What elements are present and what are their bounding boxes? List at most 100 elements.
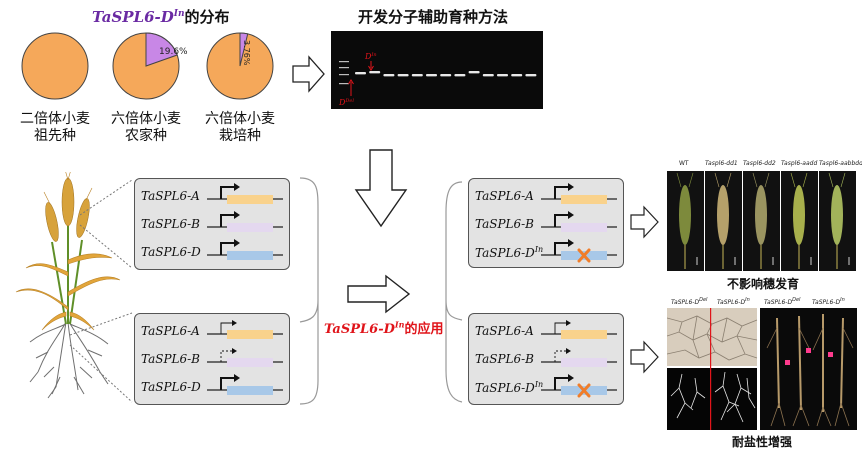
arrow-to-salt-panel — [630, 340, 659, 374]
right-bracket — [445, 181, 463, 403]
salt-genotype-label: TaSPL6-DIn — [812, 297, 845, 306]
pie-label-landrace-line1: 六倍体小麦 — [111, 111, 181, 127]
salt-photo-panel — [667, 308, 857, 430]
salt-genotype-label: TaSPL6-DDel — [671, 297, 708, 306]
dist-gene-name: TaSPL6-DIn — [92, 8, 185, 26]
pie-label-cultivar: 六倍体小麦 栽培种 — [195, 111, 285, 145]
pie-label-cultivar-line2: 栽培种 — [219, 128, 261, 144]
arrow-to-spike-panel — [630, 205, 659, 239]
marker-title: 开发分子辅助育种方法 — [358, 8, 509, 26]
pie-label-landrace: 六倍体小麦 农家种 — [101, 111, 191, 145]
wheat-spikes — [45, 177, 90, 242]
gene-structure — [541, 348, 617, 367]
pie-cultivar-percent: 3.76% — [242, 40, 251, 66]
salt-plant-photo — [760, 308, 857, 430]
spike-photo — [705, 171, 742, 271]
spike-photo-panel — [667, 171, 856, 271]
gene-structure — [207, 211, 283, 232]
gene-structure — [207, 183, 283, 204]
gene-box-left-top: TaSPL6-A TaSPL6-B TaSPL6-D — [134, 178, 290, 270]
gel-bands — [355, 71, 537, 77]
arrow-down — [354, 149, 408, 228]
distribution-title: TaSPL6-DIn的分布 — [92, 6, 230, 27]
root-scan-photo — [667, 368, 757, 430]
gene-name: TaSPL6-DIn — [475, 245, 544, 260]
spike-caption: 不影响穗发育 — [727, 277, 800, 291]
pie-label-diploid: 二倍体小麦 祖先种 — [10, 111, 100, 145]
gel-band — [369, 71, 381, 74]
gene-structure — [541, 211, 617, 232]
gel-band — [497, 74, 508, 77]
gel-band — [383, 74, 395, 77]
pie-diploid-circle — [21, 32, 89, 100]
gene-name: TaSPL6-B — [141, 217, 200, 231]
spike-genotype-label: Taspl6-aabbdd — [819, 160, 862, 167]
gel-band — [411, 74, 423, 77]
gel-band — [426, 74, 437, 77]
gene-name: TaSPL6-D — [141, 380, 201, 394]
gene-name: TaSPL6-D — [141, 245, 201, 259]
gene-structure — [207, 374, 283, 395]
pie-landrace-percent: 19.6% — [159, 47, 188, 57]
gene-name: TaSPL6-A — [475, 324, 534, 338]
gene-name: TaSPL6-B — [141, 352, 200, 366]
salt-genotype-label: TaSPL6-DDel — [764, 297, 801, 306]
spike-photo — [743, 171, 780, 271]
application-label: TaSPL6-DIn的应用 — [324, 319, 444, 337]
soil-photo — [667, 308, 758, 430]
salt-panel-labels: TaSPL6-DDel TaSPL6-DIn TaSPL6-DDel TaSPL6-D… — [667, 297, 857, 309]
gel-band — [511, 74, 523, 77]
gene-box-left-bottom: TaSPL6-A TaSPL6-B TaSPL6-D — [134, 313, 290, 405]
gene-name: TaSPL6-DIn — [475, 380, 544, 395]
salt-genotype-label: TaSPL6-DIn — [717, 297, 750, 306]
gene-name: TaSPL6-A — [141, 324, 200, 338]
pie-landrace-slice — [145, 32, 178, 67]
pie-landrace: 19.6% — [112, 32, 188, 100]
gene-name: TaSPL6-A — [141, 189, 200, 203]
spike-genotype-label: Taspl6-aadd — [781, 160, 818, 167]
gene-box-right-bottom: TaSPL6-A TaSPL6-B TaSPL6-DIn — [468, 313, 624, 405]
gel-band — [397, 74, 409, 77]
spike-genotype-label: Taspl6-dd2 — [743, 160, 776, 167]
dist-title-suffix: 的分布 — [184, 8, 230, 26]
gene-name: TaSPL6-B — [475, 217, 534, 231]
gel-band — [482, 74, 494, 77]
svg-text:DIn: DIn — [364, 52, 377, 61]
arrow-to-gel — [292, 55, 325, 93]
pie-cultivar-slice — [239, 32, 249, 67]
spike-photo — [781, 171, 818, 271]
pie-label-cultivar-line1: 六倍体小麦 — [205, 111, 275, 127]
spike-photo — [667, 171, 704, 271]
gel-band — [525, 74, 537, 77]
gene-name: TaSPL6-B — [475, 352, 534, 366]
left-bracket — [299, 177, 319, 405]
wheat-awns — [43, 172, 93, 205]
gene-name: TaSPL6-A — [475, 189, 534, 203]
gel-ladder — [339, 61, 349, 85]
gel-upper-marker: DIn — [364, 52, 377, 71]
arrow-application — [347, 274, 411, 314]
wheat-roots — [29, 321, 109, 399]
gel-band — [440, 74, 452, 77]
gel-lower-marker: DDel — [338, 79, 354, 107]
wheat-plant-illustration — [15, 172, 121, 399]
spike-photo — [819, 171, 856, 271]
pie-label-diploid-line2: 祖先种 — [34, 128, 76, 144]
gene-structure — [541, 374, 617, 398]
spike-genotype-label: WT — [679, 160, 689, 167]
gene-structure — [541, 239, 617, 263]
pie-diploid — [21, 32, 89, 100]
gel-image: DIn DDel — [331, 31, 543, 109]
gene-structure — [541, 320, 617, 339]
salt-caption: 耐盐性增强 — [732, 435, 793, 449]
gene-structure — [541, 183, 617, 204]
wheat-leaves — [15, 253, 121, 331]
pie-cultivar: 3.76% — [206, 32, 274, 100]
pie-label-diploid-line1: 二倍体小麦 — [20, 111, 90, 127]
gene-structure — [207, 348, 283, 367]
pie-label-landrace-line2: 农家种 — [125, 128, 167, 144]
gene-structure — [207, 239, 283, 260]
gel-band — [468, 71, 480, 74]
